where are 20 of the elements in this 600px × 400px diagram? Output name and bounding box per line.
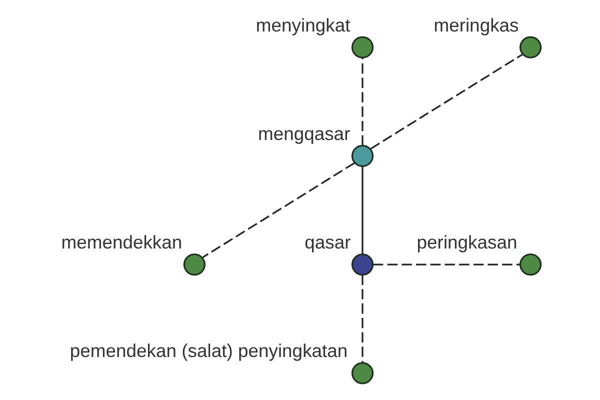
connector	[362, 58, 364, 146]
connector	[373, 264, 520, 266]
node-circle	[519, 36, 542, 58]
node-label: qasar	[304, 232, 351, 253]
node-circle	[351, 362, 374, 384]
connector	[370, 54, 523, 150]
node-label: mengqasar	[258, 122, 350, 144]
node-circle	[183, 254, 206, 276]
node-circle	[351, 144, 374, 167]
node-label: menyingkat	[256, 14, 350, 36]
connector	[362, 166, 364, 254]
node-label: peringkasan	[416, 232, 518, 253]
connector	[362, 274, 364, 363]
node-label: pemendekan (salat) penyingkatan	[70, 340, 348, 362]
connector	[202, 162, 355, 258]
node-circle	[351, 36, 374, 58]
node-circle	[351, 254, 374, 276]
node-circle	[519, 254, 542, 276]
node-label: meringkas	[434, 14, 519, 36]
node-label: memendekkan	[61, 232, 182, 253]
